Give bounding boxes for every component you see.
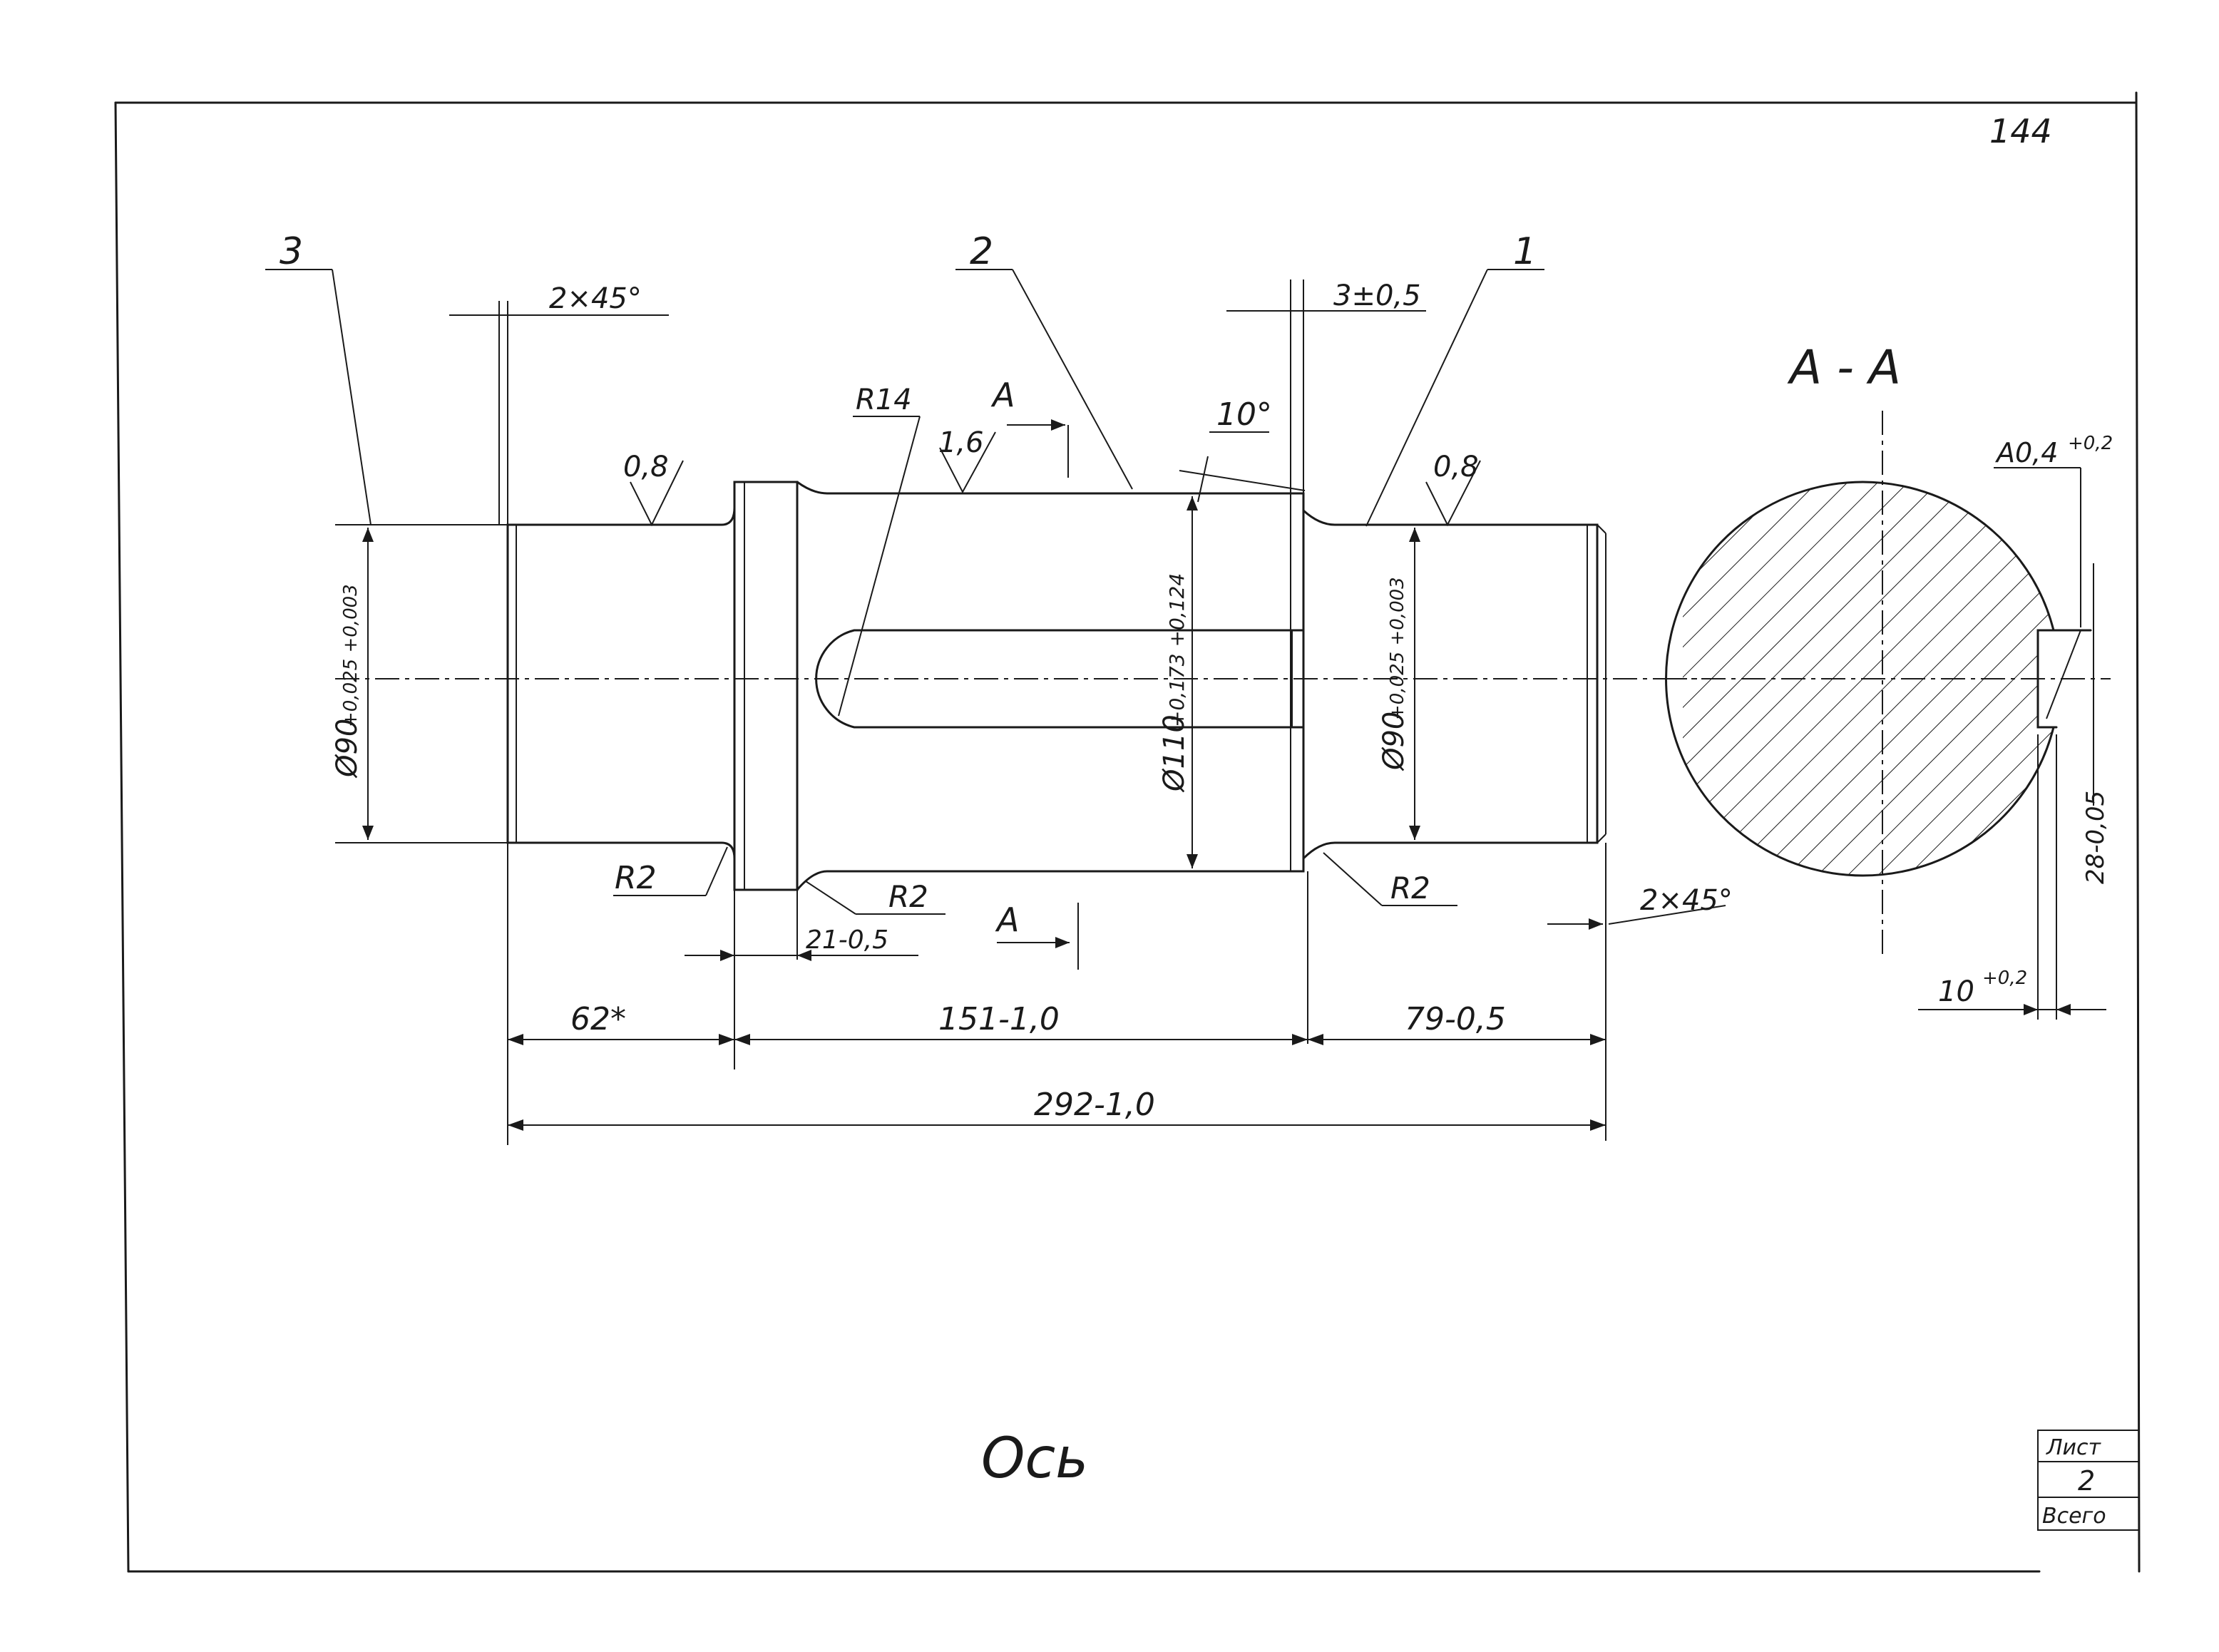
top-dimensions: 2×45° 3±0,5 10° R14 А: [449, 279, 1426, 717]
flat-height: 28-0,05: [2081, 791, 2110, 884]
center-body: [796, 481, 1305, 891]
drawing-title: Ось: [981, 1427, 1088, 1491]
page-number: 144: [1989, 112, 2052, 150]
diameter-dimensions: Ø90 +0,025 +0,003 Ø110 +0,173 +0,124 Ø90…: [331, 496, 1420, 868]
keyway-slot: [815, 629, 1305, 729]
dim-radius-center: R2: [888, 879, 928, 914]
key-width-tol: +0,2: [1982, 968, 2027, 989]
title-block-total-label: Всего: [2042, 1504, 2106, 1529]
title-block-sheet-label: Лист: [2046, 1435, 2102, 1460]
roughness-center: 1,6: [938, 426, 984, 459]
dia-right-tol: +0,025 +0,003: [1387, 577, 1408, 720]
title-block: Лист 2 Всего: [2037, 1430, 2140, 1531]
dia-left: Ø90: [331, 719, 364, 779]
dim-radius-slot: R14: [856, 384, 912, 416]
dia-right: Ø90: [1378, 712, 1410, 771]
dim-chamfer-left: 2×45°: [549, 282, 642, 315]
section-a-a: А - А А0,4 +0,2 28-0,05 10 +0,2: [1661, 340, 2113, 1020]
dim-angle: 10°: [1216, 396, 1272, 433]
section-title: А - А: [1787, 340, 1901, 395]
callout-2: 2: [970, 230, 993, 273]
shaft-view: [335, 481, 1697, 891]
section-mark-bottom: А: [995, 901, 1019, 939]
right-journal: [1302, 509, 1599, 860]
dim-len-total: 292-1,0: [1034, 1087, 1155, 1123]
dia-center-tol: +0,173 +0,124: [1165, 573, 1189, 727]
dim-radius-right: R2: [1390, 871, 1430, 905]
sheet-frame: [114, 91, 2141, 1573]
roughness-left: 0,8: [623, 451, 669, 483]
section-mark-top: А: [990, 376, 1015, 414]
roughness-marks: 0,8 1,6 0,8: [623, 426, 1481, 527]
dia-center: Ø110: [1158, 714, 1191, 793]
title-block-sheet-number: 2: [2078, 1465, 2095, 1497]
key-depth-tol: +0,2: [2068, 433, 2113, 454]
key-width: 10: [1938, 975, 1974, 1008]
bottom-dimensions: R2 R2 R2 21-0,5 А 2×45°: [507, 843, 1733, 1145]
dia-left-tol: +0,025 +0,003: [340, 584, 362, 727]
dim-len-right: 79-0,5: [1405, 1001, 1506, 1037]
roughness-right: 0,8: [1433, 451, 1479, 483]
callout-1: 1: [1513, 230, 1537, 273]
dim-collar-width: 3±0,5: [1333, 279, 1421, 312]
dim-radius-left: R2: [615, 860, 657, 896]
left-journal: [506, 507, 736, 859]
dim-len-center: 151-1,0: [938, 1001, 1060, 1037]
callout-3: 3: [280, 230, 303, 273]
section-outline: [1665, 481, 2055, 877]
part-callouts: 3 2 1: [265, 230, 1544, 527]
dim-chamfer-right: 2×45°: [1640, 884, 1733, 917]
dim-shoulder-width: 21-0,5: [806, 925, 888, 955]
dim-len-left: 62*: [570, 1001, 626, 1037]
key-depth: А0,4: [1994, 437, 2058, 468]
